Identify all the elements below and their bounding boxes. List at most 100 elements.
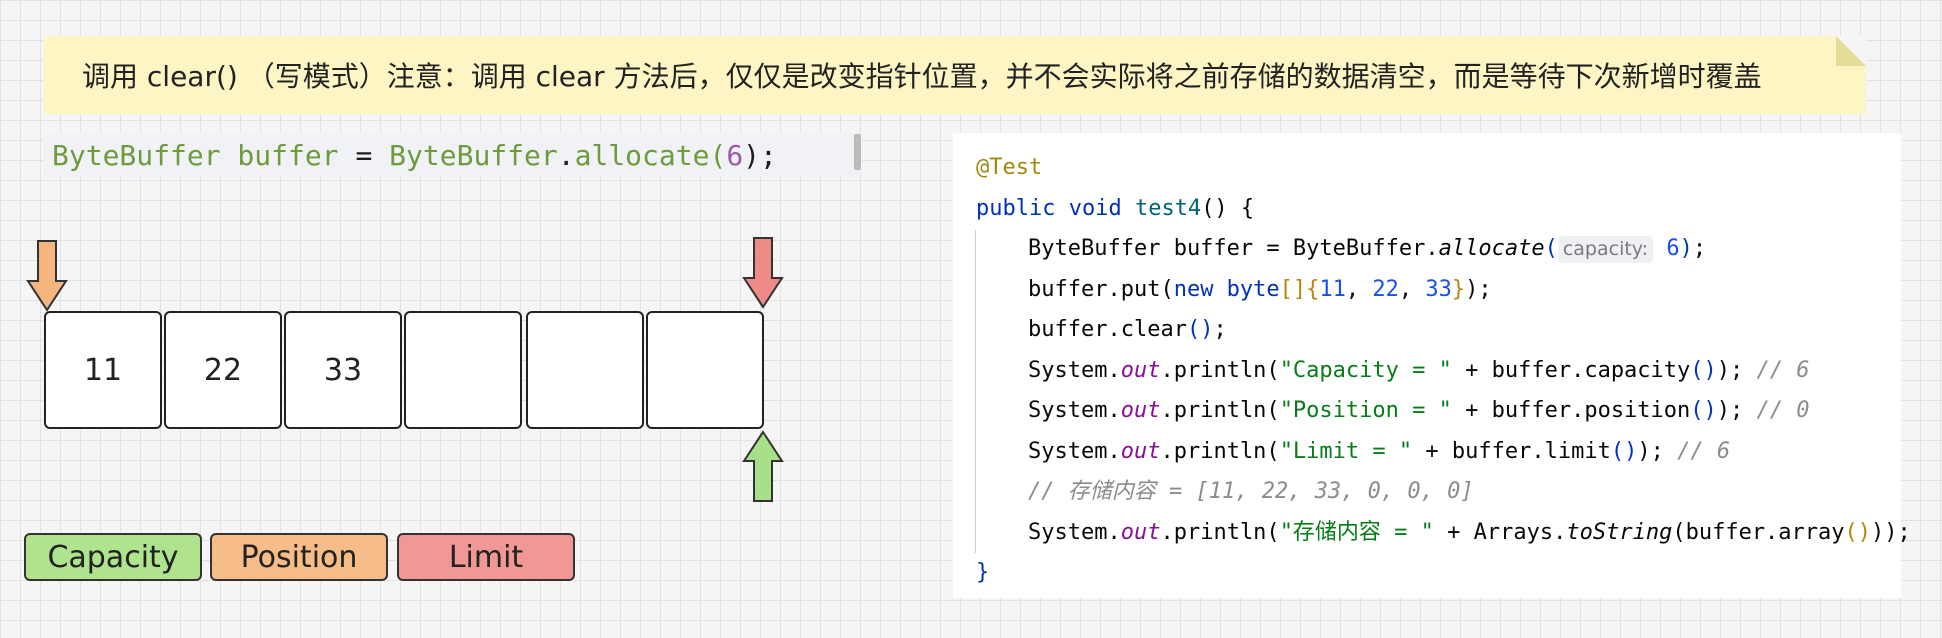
buffer-cell-5 <box>646 311 764 429</box>
legend-position: Position <box>210 533 388 581</box>
code-line-10: System.out.println("存储内容 = " + Arrays.to… <box>953 513 1911 554</box>
code-text: System. <box>1028 519 1121 545</box>
code-text: + buffer.capacity <box>1451 357 1691 383</box>
note-banner: 调用 clear() （写模式）注意：调用 clear 方法后，仅仅是改变指针位… <box>44 36 1866 114</box>
closing-brace: } <box>976 560 990 585</box>
code-text: buffer.put( <box>1028 276 1174 302</box>
comment: // 6 <box>1677 438 1731 464</box>
string-literal: "Position = " <box>1279 398 1452 423</box>
code-end: ); <box>743 138 777 172</box>
keyword: new byte <box>1173 276 1280 302</box>
buffer-cell-value: 22 <box>203 352 243 388</box>
buffer-cell-0: 11 <box>44 311 162 429</box>
buffer-cell-4 <box>526 311 644 429</box>
code-var: buffer <box>220 138 356 172</box>
code-text: .println( <box>1160 519 1280 545</box>
buffer-cell-3 <box>404 311 522 429</box>
code-text: ); <box>1637 438 1678 464</box>
code-dot: . <box>557 138 575 172</box>
static-field: out <box>1120 519 1161 545</box>
indent-guide <box>975 230 976 553</box>
code-line-8: System.out.println("Limit = " + buffer.l… <box>953 432 1901 473</box>
code-text: .println( <box>1160 398 1280 423</box>
static-field: out <box>1120 438 1161 464</box>
code-line-3: ByteBuffer buffer = ByteBuffer.allocate(… <box>1028 236 1707 263</box>
parens: () <box>1610 438 1638 464</box>
code-text: + Arrays. <box>1433 519 1567 545</box>
code-class: ByteBuffer <box>372 138 558 172</box>
static-method: allocate <box>1438 236 1545 261</box>
code-method: allocate( <box>574 138 727 172</box>
code-line-7: System.out.println("Position = " + buffe… <box>953 391 1901 432</box>
code-text: .println( <box>1160 438 1280 464</box>
code-line-9: // 存储内容 = [11, 22, 33, 0, 0, 0] <box>953 472 1901 513</box>
code-text: ); <box>1465 276 1492 302</box>
string-literal: "Capacity = " <box>1279 357 1452 383</box>
method-name: test4 <box>1134 195 1202 221</box>
allocate-code-line: ByteBuffer buffer = ByteBuffer.allocate(… <box>44 133 862 177</box>
parens: () <box>1690 357 1717 383</box>
string-literal: "Limit = " <box>1279 438 1413 464</box>
comment: // 0 <box>1756 398 1810 423</box>
code-eq: = <box>355 138 373 172</box>
code-text: )); <box>1871 519 1911 545</box>
code-arg: 6 <box>726 138 744 172</box>
code-text: ByteBuffer buffer = ByteBuffer. <box>1028 236 1439 261</box>
code-text: + buffer.limit <box>1412 438 1611 464</box>
static-field: out <box>1120 398 1161 423</box>
code-text: ; <box>1692 236 1707 261</box>
position-arrow-icon <box>26 240 68 312</box>
comment: // 6 <box>1756 357 1810 383</box>
code-text: ); <box>1716 357 1757 383</box>
code-line-6: System.out.println("Capacity = " + buffe… <box>953 351 1901 392</box>
parens: () <box>1844 519 1872 545</box>
legend-limit: Limit <box>397 533 575 581</box>
number-literal: 6 <box>1666 236 1680 261</box>
code-type: ByteBuffer <box>52 138 221 172</box>
number-literal: 22 <box>1372 276 1399 302</box>
code-line-11: } <box>953 553 1901 594</box>
code-line-4: buffer.put(new byte[]{11, 22, 33}); <box>1028 276 1492 302</box>
parens: () <box>1186 317 1214 342</box>
number-literal: 11 <box>1319 276 1346 302</box>
code-line-5: buffer.clear(); <box>953 310 1901 351</box>
static-method: toString <box>1566 519 1673 545</box>
code-text: .println( <box>1160 357 1280 383</box>
code-text: System. <box>1028 438 1121 464</box>
annotation: @Test <box>976 155 1043 180</box>
buffer-cell-1: 22 <box>164 311 282 429</box>
brace: { <box>1306 276 1320 302</box>
parameter-hint: capacity: <box>1557 236 1654 263</box>
code-text: ; <box>1213 317 1227 342</box>
code-text: System. <box>1028 357 1121 383</box>
legend-capacity: Capacity <box>24 533 202 581</box>
legend-capacity-label: Capacity <box>47 539 179 575</box>
note-fold-corner <box>1836 36 1866 66</box>
code-line-1: @Test <box>953 148 1901 189</box>
buffer-cell-value: 33 <box>323 352 363 388</box>
legend-position-label: Position <box>240 539 358 575</box>
string-literal: "存储内容 = " <box>1279 519 1434 545</box>
legend-limit-label: Limit <box>448 539 524 575</box>
note-text: 调用 clear() （写模式）注意：调用 clear 方法后，仅仅是改变指针位… <box>82 60 1762 93</box>
code-text: (buffer.array <box>1672 519 1845 545</box>
capacity-arrow-icon <box>742 430 784 502</box>
code-text: + buffer.position <box>1451 398 1691 423</box>
brace: } <box>1451 276 1466 302</box>
code-text: ); <box>1716 398 1757 423</box>
code-text: () { <box>1201 195 1255 221</box>
comment: // 存储内容 = [11, 22, 33, 0, 0, 0] <box>1028 479 1474 504</box>
text-caret <box>854 134 861 170</box>
keyword: public void <box>976 195 1122 221</box>
code-text: System. <box>1028 398 1121 423</box>
number-literal: 33 <box>1425 276 1452 302</box>
limit-arrow-icon <box>742 237 784 309</box>
parens: () <box>1690 398 1717 423</box>
static-field: out <box>1120 357 1161 383</box>
code-text: buffer.clear <box>1028 317 1187 342</box>
code-panel: @Test public void test4() { ByteBuffer b… <box>953 133 1911 598</box>
buffer-cell-value: 11 <box>83 352 123 388</box>
bracket: [] <box>1279 276 1307 302</box>
code-line-2: public void test4() { <box>953 189 1901 230</box>
buffer-cell-2: 33 <box>284 311 402 429</box>
